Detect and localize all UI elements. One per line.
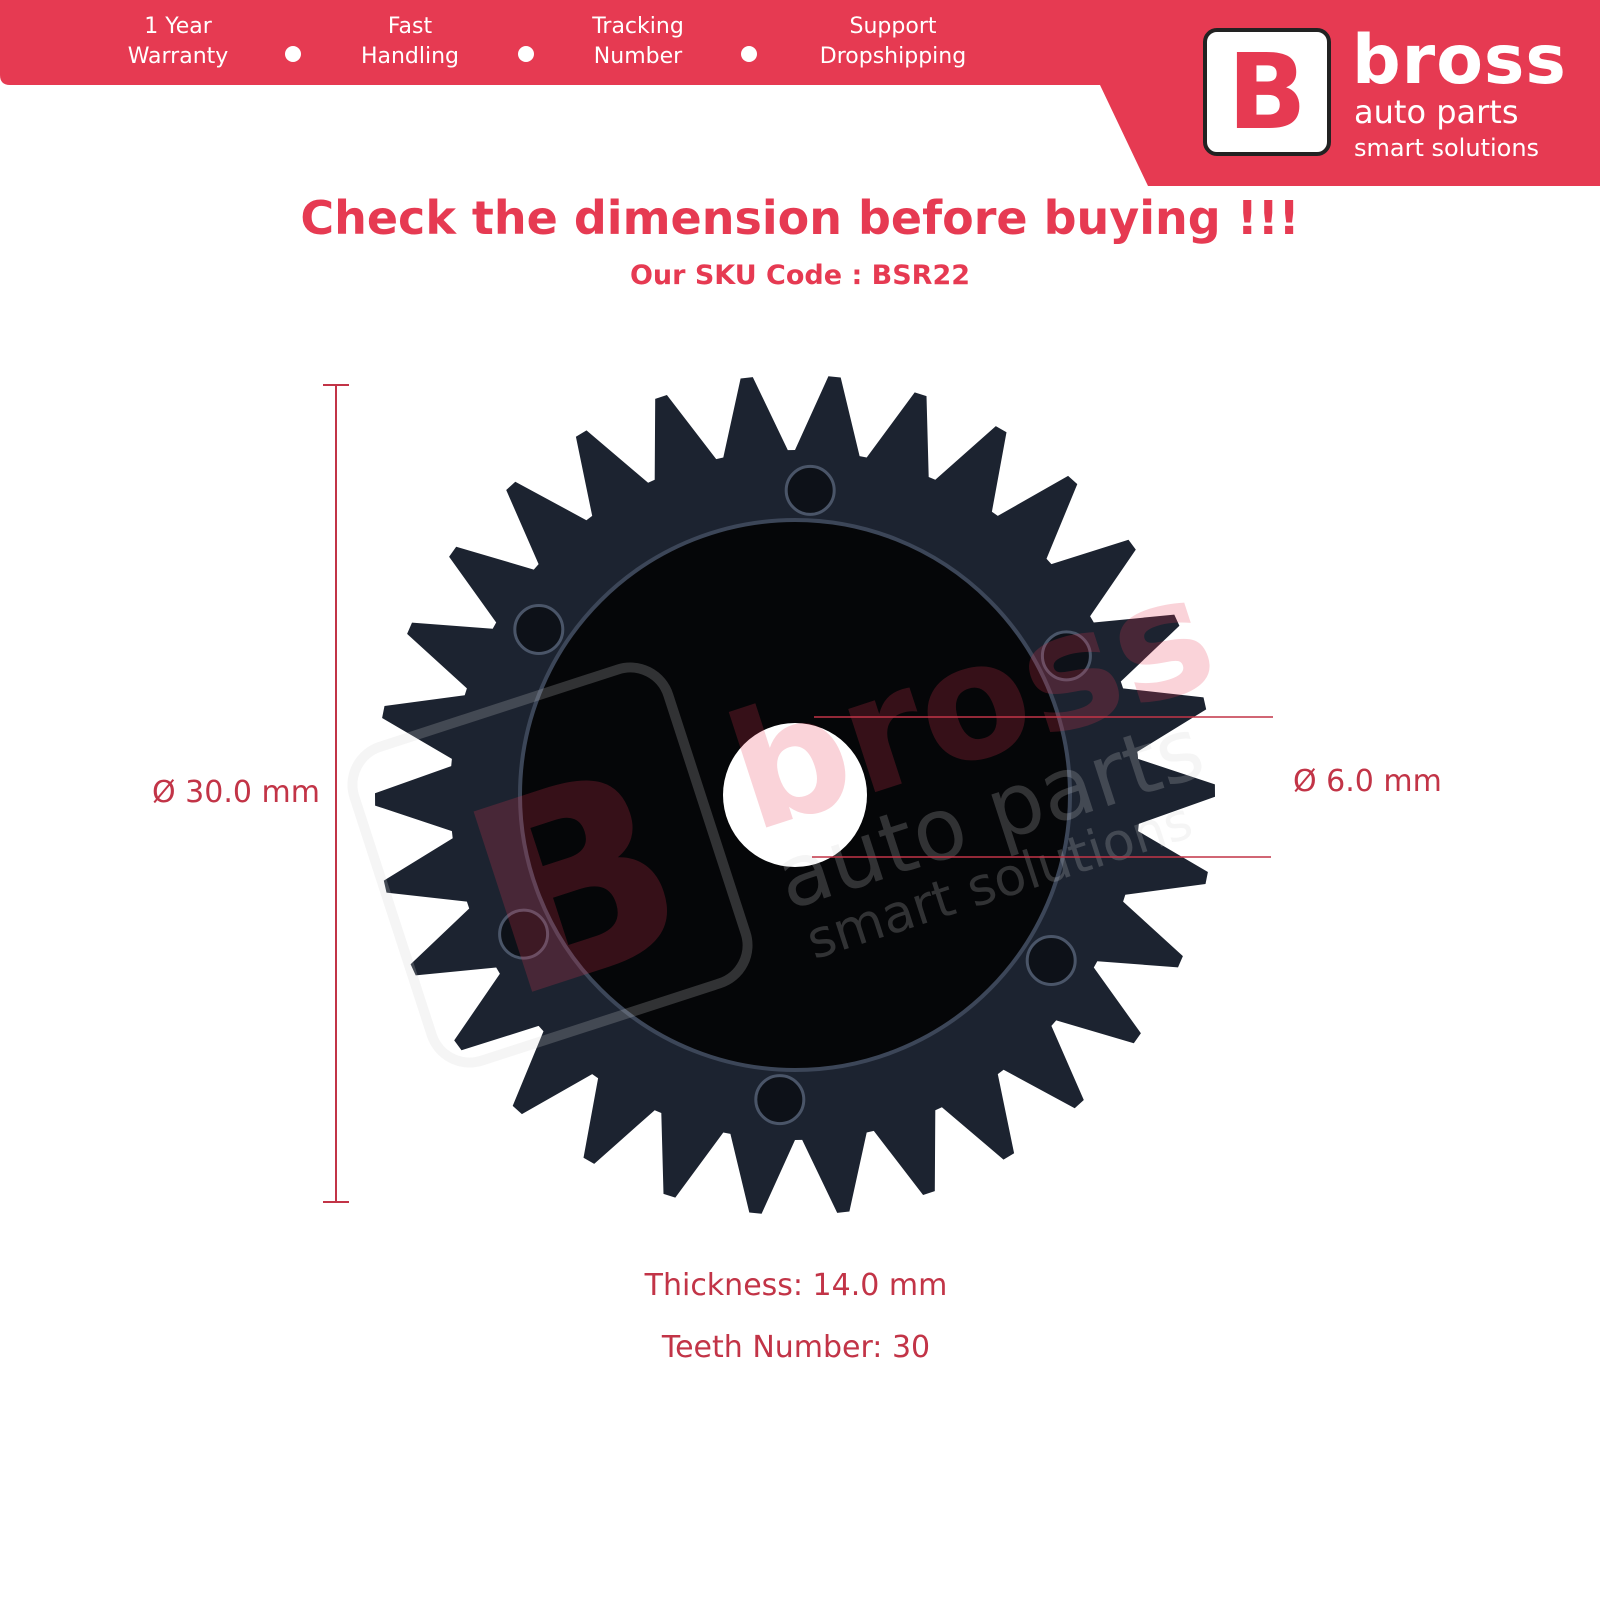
gear-hole <box>1040 630 1092 682</box>
feature-tracking: Tracking Number <box>592 14 684 69</box>
sku-code: Our SKU Code : BSR22 <box>629 260 971 291</box>
gear-hole <box>513 604 565 655</box>
gear-hole <box>498 908 550 960</box>
teeth-number-label: Teeth Number: 30 <box>661 1330 931 1365</box>
feature-dropshipping: Support Dropshipping <box>819 14 967 69</box>
brand-tagline: smart solutions <box>1354 134 1540 162</box>
feature-warranty: 1 Year Warranty <box>127 14 229 69</box>
gear-photo-icon <box>375 376 1215 1214</box>
header-banner <box>0 0 1600 186</box>
gear-center-hole <box>723 723 867 867</box>
logo-letter: B <box>1227 31 1307 153</box>
gear-hole <box>754 1074 806 1126</box>
feature-list: 1 Year Warranty Fast Handling Tracking N… <box>0 12 1000 76</box>
feature-handling: Fast Handling <box>360 14 460 69</box>
page-title: Check the dimension before buying !!! <box>300 191 1300 245</box>
brand-subtitle: auto parts <box>1354 93 1519 131</box>
outer-diameter-line <box>323 384 349 1203</box>
brand-name: bross <box>1352 21 1567 100</box>
thickness-label: Thickness: 14.0 mm <box>644 1268 948 1303</box>
bullet-dot-icon <box>518 46 534 62</box>
bullet-dot-icon <box>285 46 301 62</box>
bullet-dot-icon <box>741 46 757 62</box>
header-banner-shape <box>0 0 1600 186</box>
inner-diameter-label: Ø 6.0 mm <box>1293 764 1442 799</box>
brand-logo-icon: B <box>1203 28 1331 156</box>
outer-diameter-label: Ø 30.0 mm <box>152 775 320 810</box>
inner-diameter-lines <box>812 716 1273 858</box>
gear-hole <box>784 464 836 516</box>
gear-hole <box>1025 935 1077 986</box>
